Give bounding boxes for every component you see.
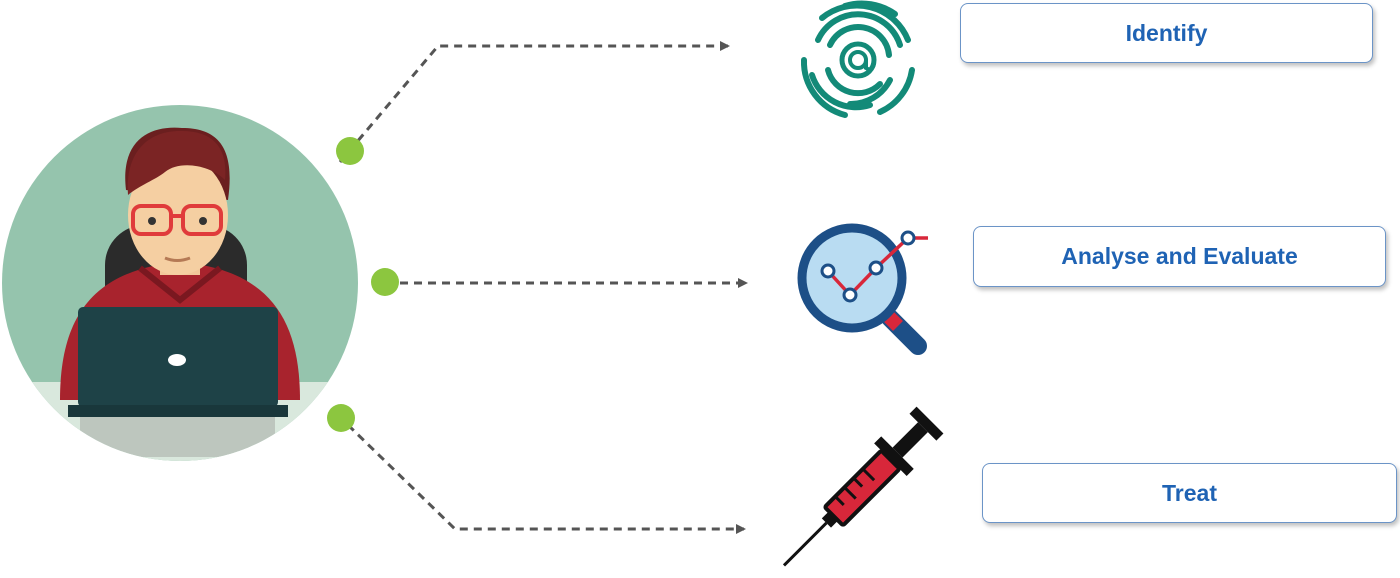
connector-identify xyxy=(336,41,730,165)
step-box-treat: Treat xyxy=(982,463,1397,523)
step-label-identify: Identify xyxy=(1125,19,1208,46)
avatar-person-laptop xyxy=(2,105,358,461)
step-label-treat: Treat xyxy=(1162,479,1217,506)
step-label-analyse-evaluate: Analyse and Evaluate xyxy=(1061,243,1298,269)
connector-treat xyxy=(327,404,746,534)
connector-analyse xyxy=(371,268,748,296)
magnifier-chart-icon xyxy=(797,223,928,355)
syringe-icon xyxy=(782,406,944,567)
step-box-analyse-evaluate: Analyse and Evaluate xyxy=(973,226,1386,287)
fingerprint-at-icon xyxy=(800,0,915,118)
step-box-identify: Identify xyxy=(960,3,1373,63)
